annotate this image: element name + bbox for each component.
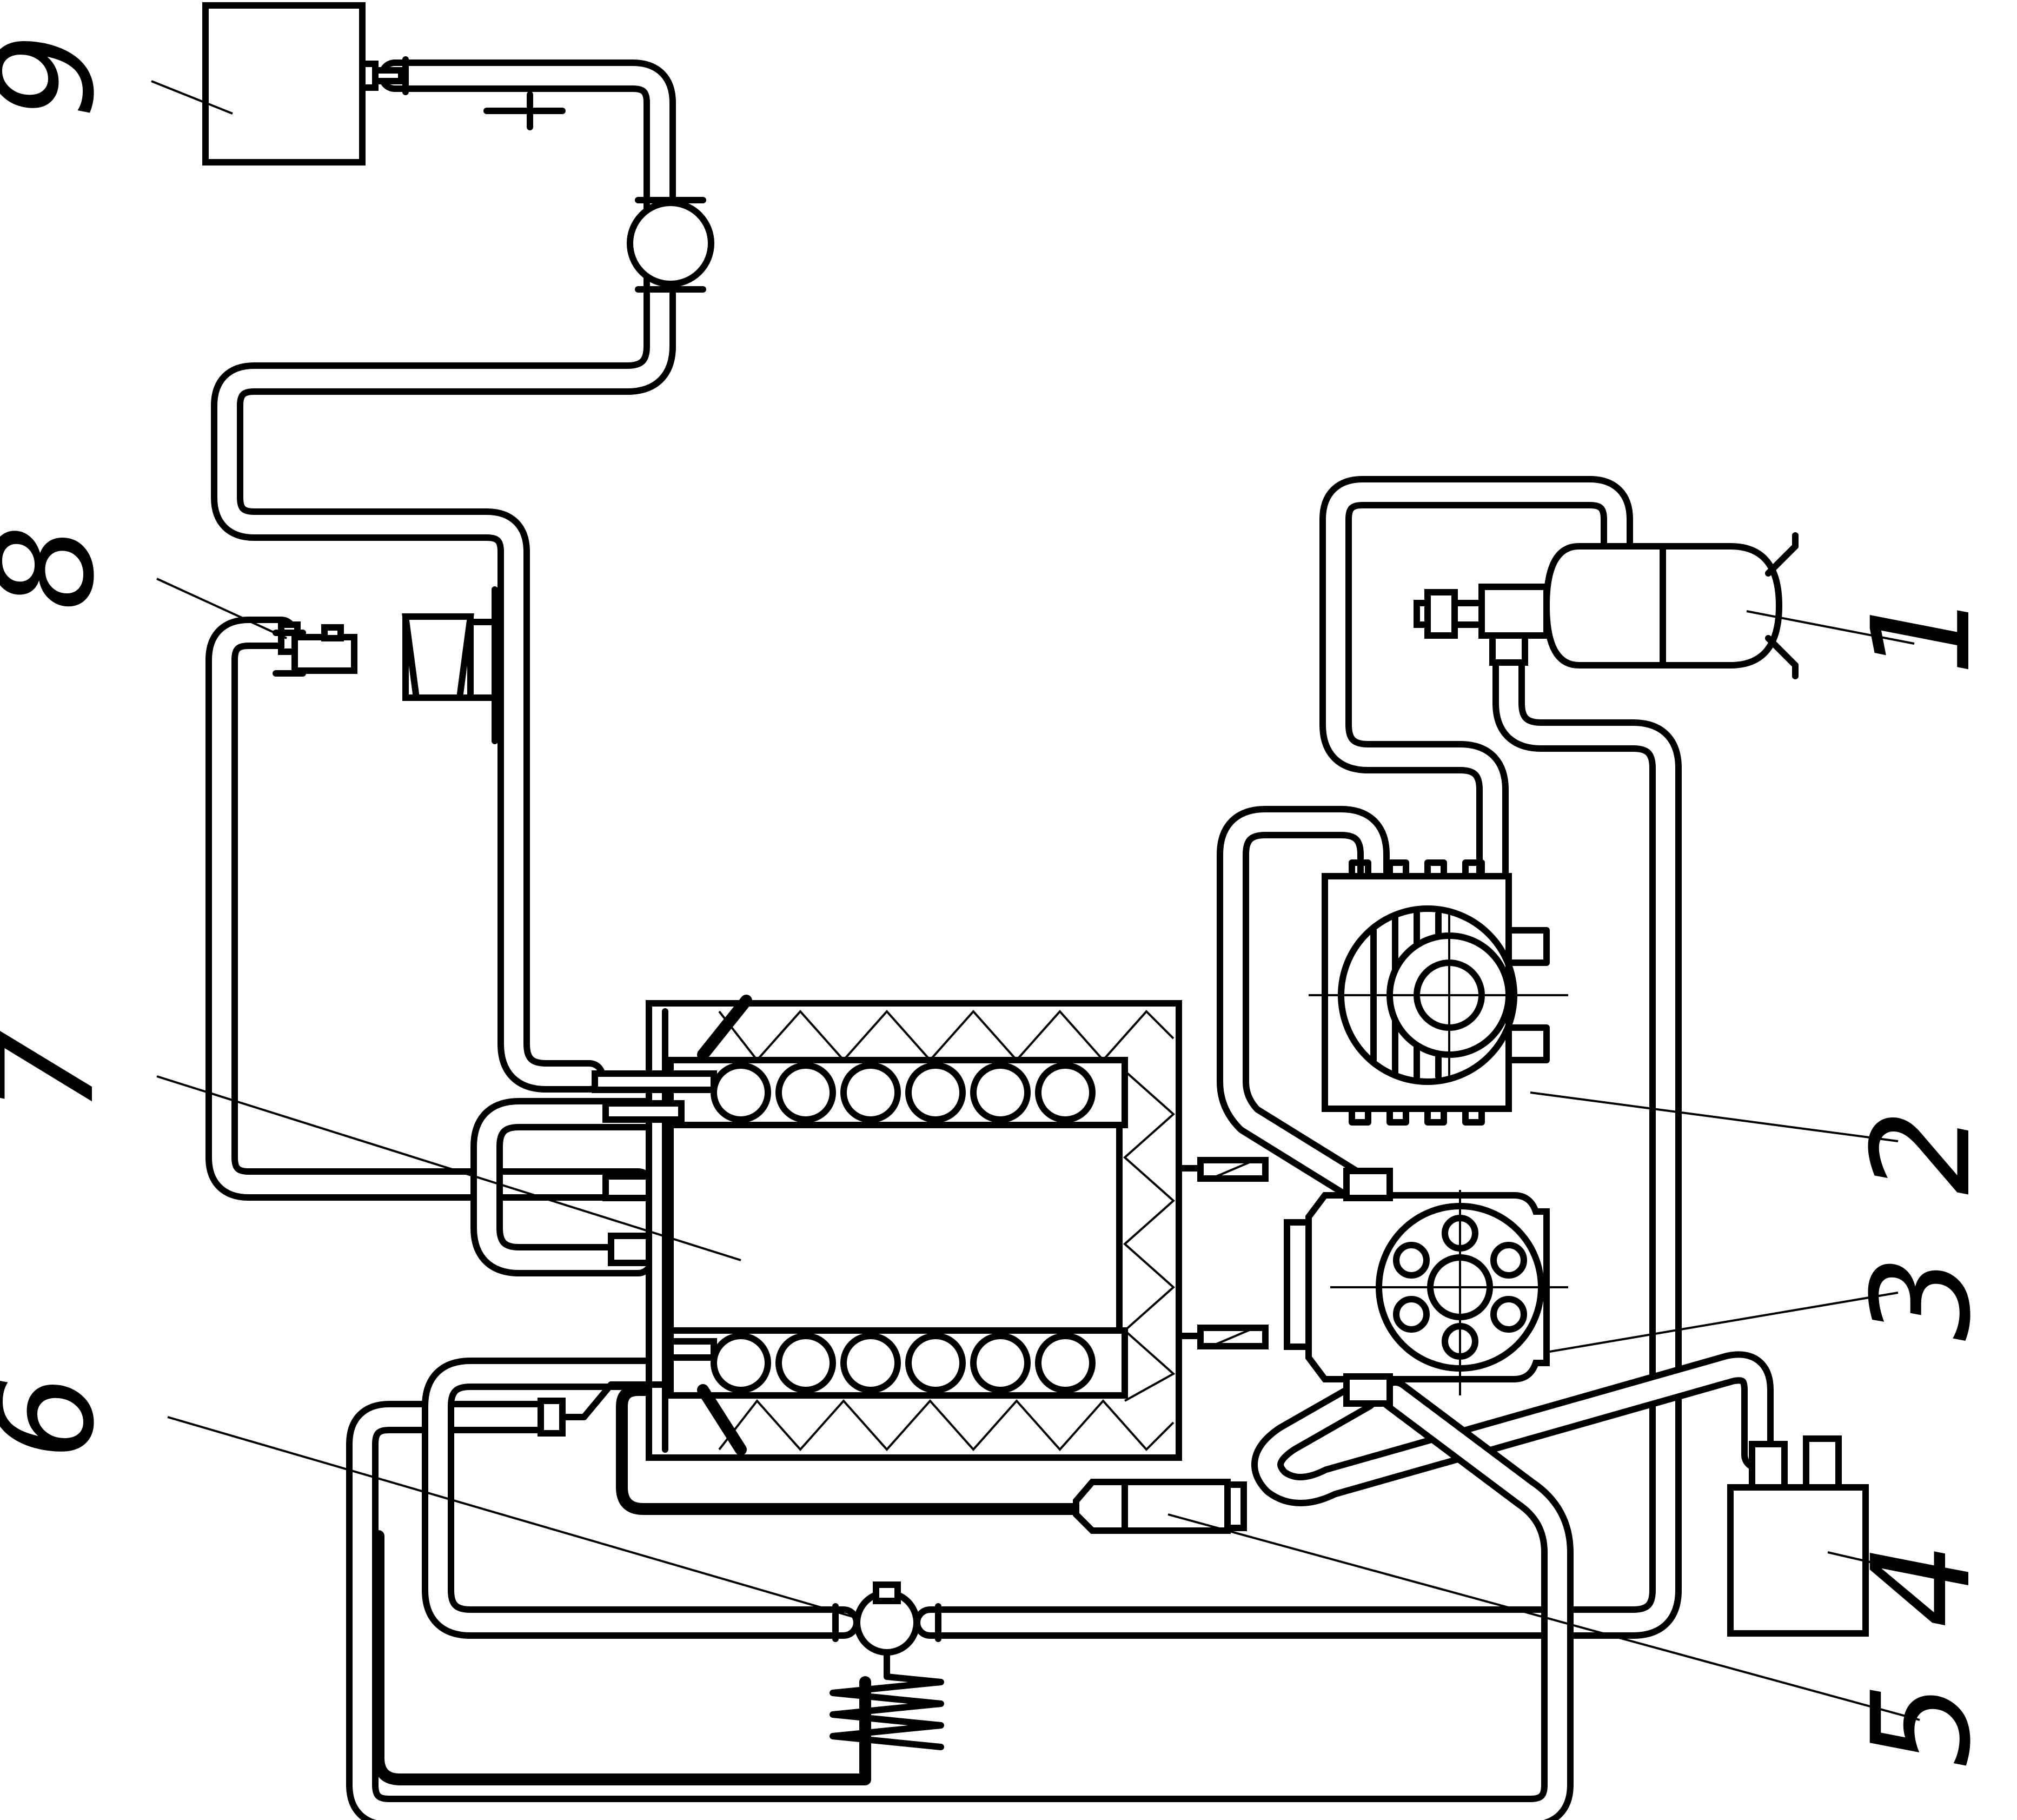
tank-9 [202, 2, 566, 166]
label-4: 4 [1843, 1541, 2000, 1627]
cylinder-5 [1073, 1479, 1247, 1534]
valve-2 [1309, 859, 1568, 1126]
pipe-tank9-to-block7 [211, 59, 676, 1093]
valve-2-teeth [1349, 859, 1485, 1126]
pipe-network [205, 59, 1774, 1820]
label-9: 9 [0, 32, 124, 118]
fitting-8 [273, 621, 357, 677]
label-7: 7 [0, 1028, 124, 1114]
lower-left-fitting [538, 1381, 674, 1437]
label-group: 9 8 7 6 1 2 3 4 5 [0, 32, 2000, 1768]
label-6: 6 [0, 1374, 124, 1460]
spring-icon [830, 1673, 944, 1750]
insulation-hatching [718, 1009, 1176, 1452]
label-2: 2 [1843, 1109, 2000, 1195]
pressure-valve-6 [830, 1581, 944, 1750]
drain-lines [373, 1384, 1082, 1785]
pump-3 [1284, 1168, 1568, 1407]
unit-4 [1727, 1435, 1869, 1637]
accumulator-1 [1414, 532, 1799, 679]
coil-bottom [711, 1333, 1096, 1393]
label-5: 5 [1843, 1682, 2000, 1768]
label-8: 8 [0, 525, 124, 611]
label-1: 1 [1843, 590, 2000, 676]
leader-lines [151, 80, 1920, 1721]
block-7 [592, 995, 1269, 1461]
holder-bracket [402, 586, 498, 744]
shutoff-valve [627, 197, 714, 293]
label-3: 3 [1843, 1255, 2000, 1341]
